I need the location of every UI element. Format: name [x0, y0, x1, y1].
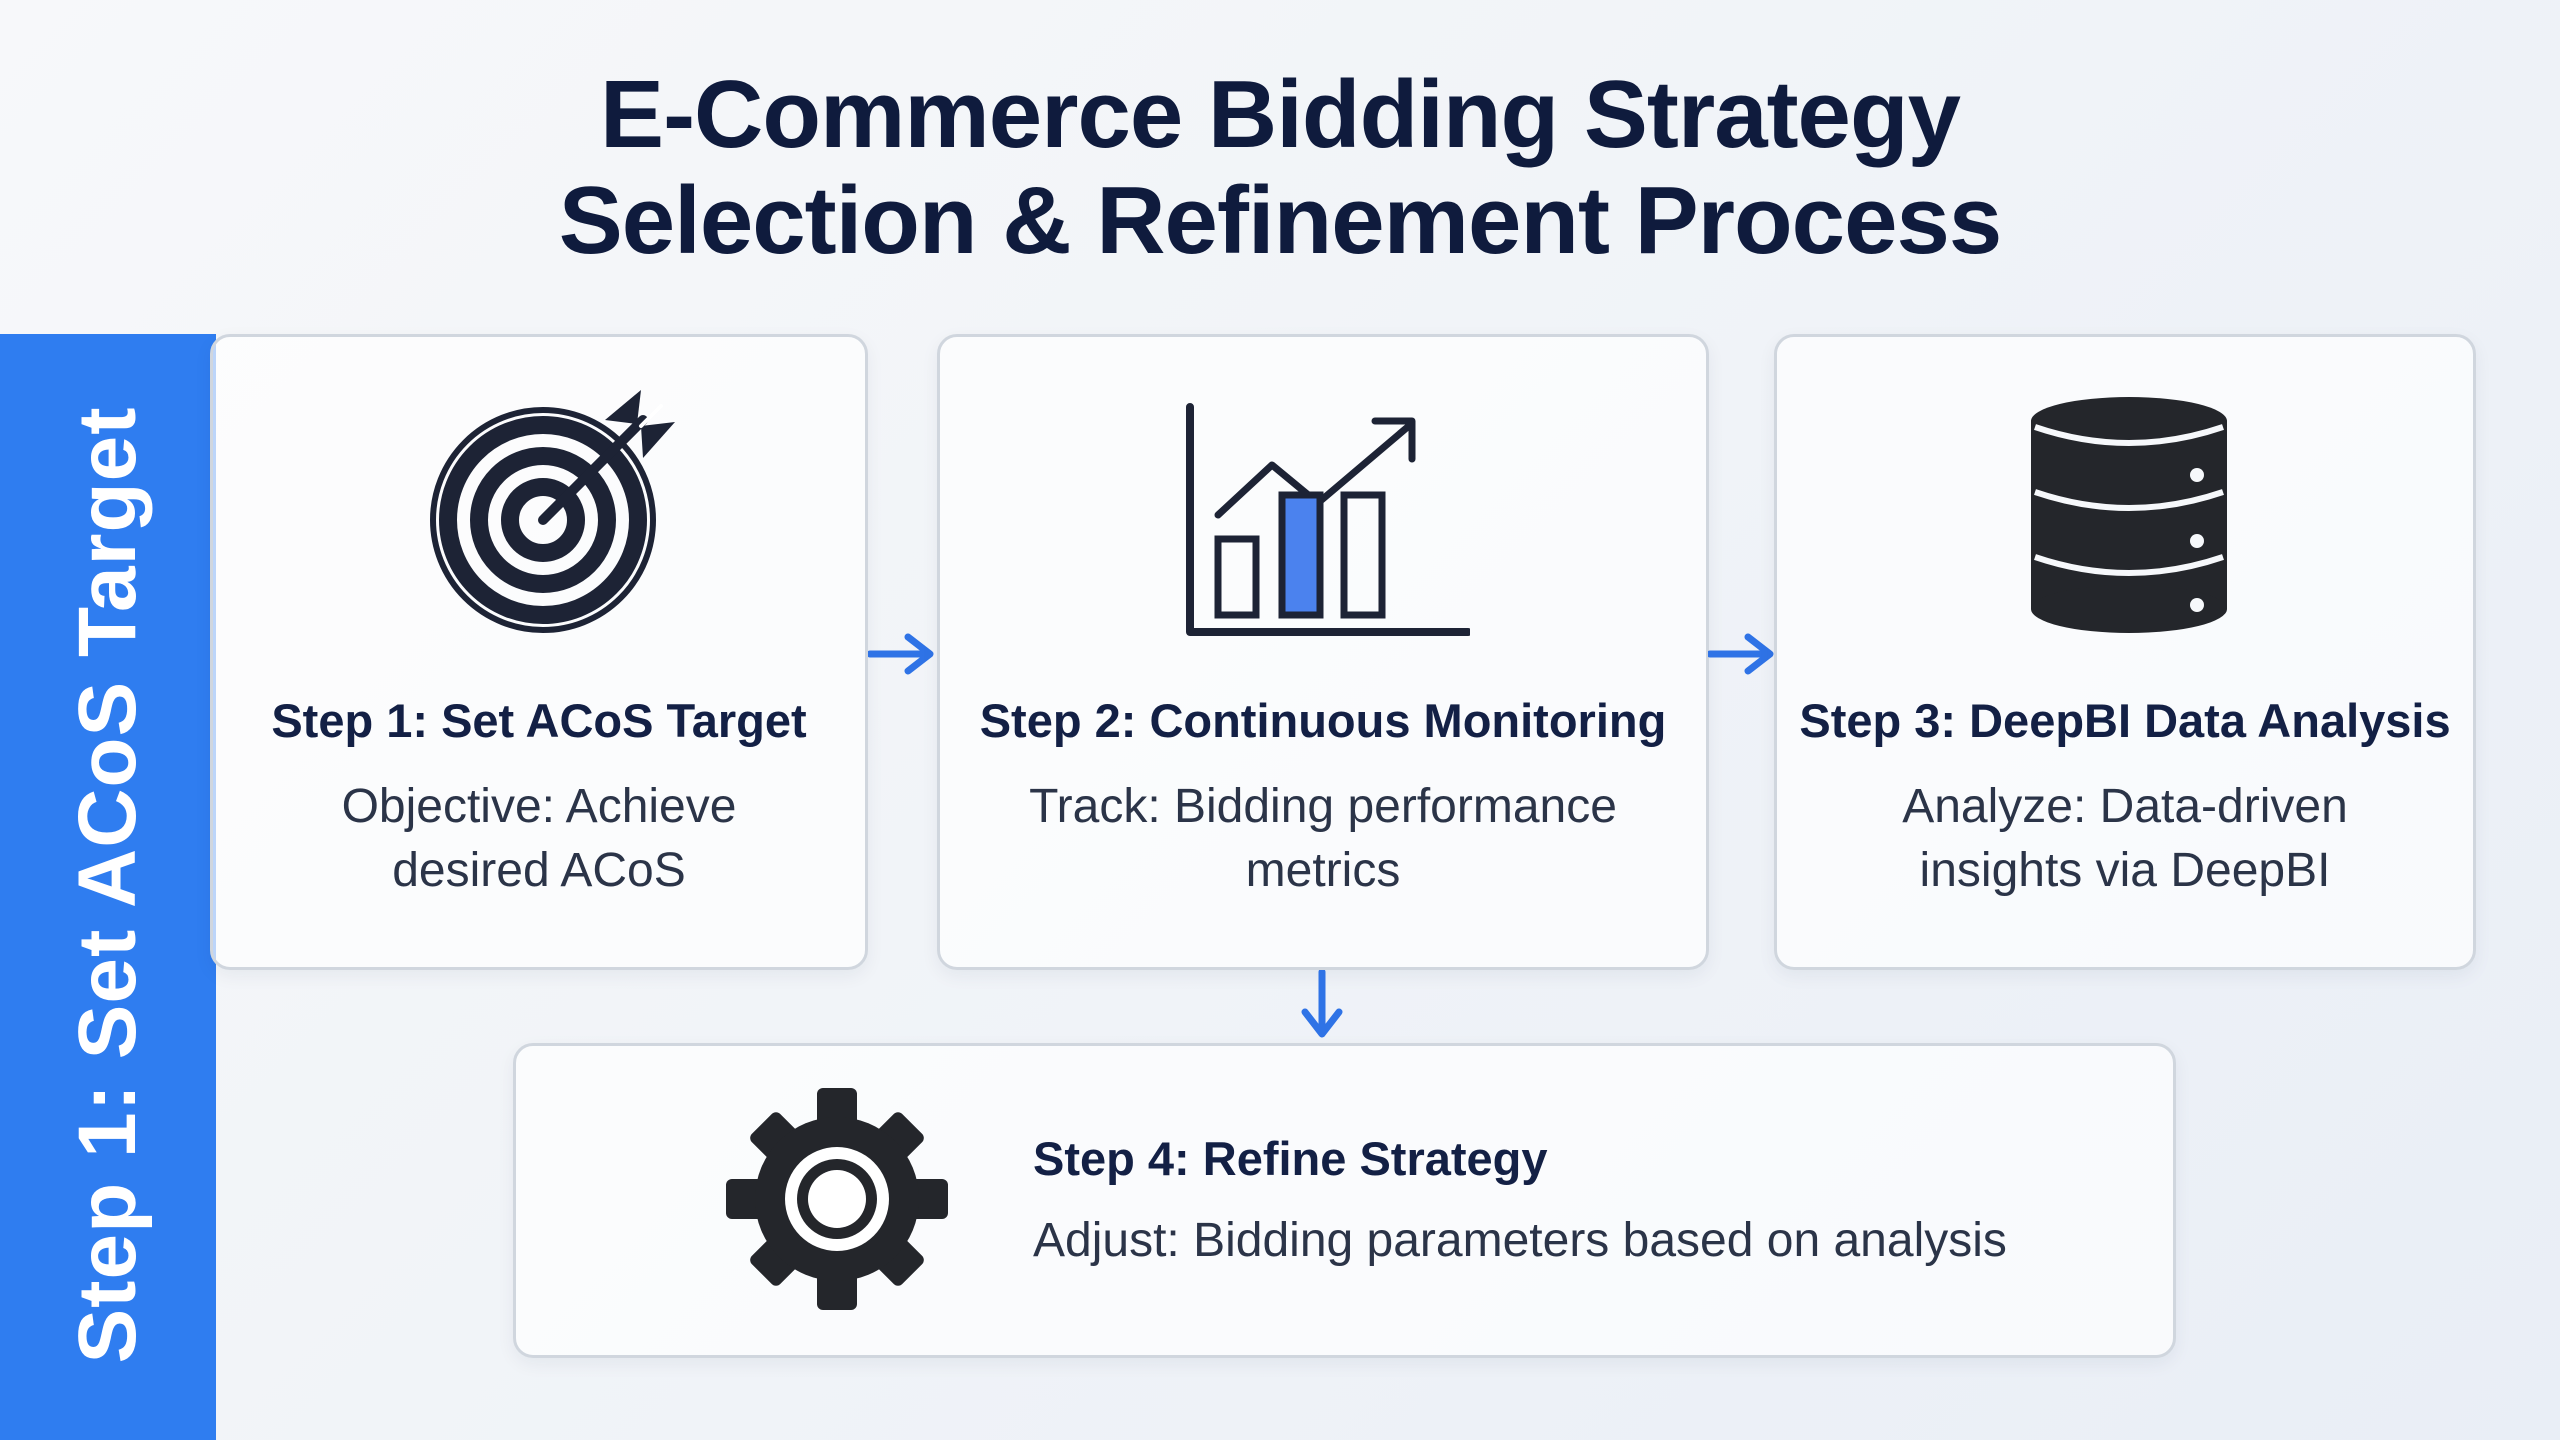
- database-icon: [2031, 397, 2227, 633]
- step-4-description: Adjust: Bidding parameters based on anal…: [1033, 1214, 2007, 1267]
- step-1-description-line-2: desired ACoS: [392, 844, 686, 897]
- step-2-title: Step 2: Continuous Monitoring: [979, 694, 1667, 747]
- side-banner: [0, 334, 216, 1440]
- step-1-description: Objective: Achieve desired ACoS: [213, 775, 865, 903]
- step-2-description: Track: Bidding performance metrics: [940, 775, 1706, 903]
- side-banner-label: Step 1: Set ACoS Target: [62, 406, 153, 1364]
- target-icon: [430, 390, 675, 633]
- step-3-description: Analyze: Data-driven insights via DeepBI: [1777, 775, 2473, 903]
- step-4-title: Step 4: Refine Strategy: [1033, 1132, 1548, 1185]
- arrow-down-icon: [1301, 970, 1343, 1038]
- step-3-description-line-2: insights via DeepBI: [1919, 844, 2331, 897]
- title-line-1: E-Commerce Bidding Strategy: [600, 61, 1961, 168]
- step-card-1: Step 1: Set ACoS Target Objective: Achie…: [210, 334, 868, 970]
- gear-icon: [726, 1088, 948, 1310]
- step-2-description-line-1: Track: Bidding performance: [1029, 780, 1617, 833]
- step-2-description-line-2: metrics: [1245, 844, 1401, 897]
- step-1-title: Step 1: Set ACoS Target: [271, 694, 807, 747]
- step-3-title: Step 3: DeepBI Data Analysis: [1799, 694, 2451, 747]
- page-title: E-Commerce Bidding Strategy Selection & …: [0, 62, 2560, 274]
- bar-chart-icon: [1186, 403, 1470, 636]
- step-3-description-line-1: Analyze: Data-driven: [1902, 780, 2348, 833]
- title-line-2: Selection & Refinement Process: [558, 167, 2002, 274]
- arrow-right-icon: [1708, 633, 1774, 675]
- step-card-2: Step 2: Continuous Monitoring Track: Bid…: [937, 334, 1709, 970]
- step-card-3: Step 3: DeepBI Data Analysis Analyze: Da…: [1774, 334, 2476, 970]
- step-card-4: Step 4: Refine Strategy Adjust: Bidding …: [513, 1043, 2176, 1358]
- arrow-right-icon: [868, 633, 934, 675]
- step-1-description-line-1: Objective: Achieve: [341, 780, 737, 833]
